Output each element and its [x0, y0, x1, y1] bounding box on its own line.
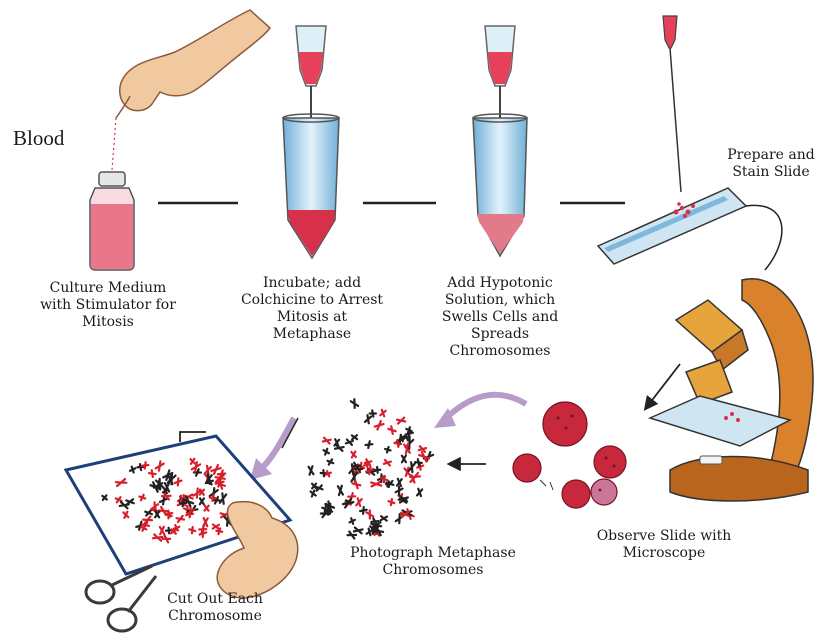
chromosome-mark [326, 471, 331, 476]
chromosome-mark [375, 421, 384, 429]
chromosome-mark [366, 510, 373, 518]
chromosome-mark [350, 518, 355, 524]
microscope-icon [646, 279, 813, 501]
chromosome-mark [402, 456, 406, 463]
cut-chromosome-mark [102, 495, 106, 500]
cut-chromosome-mark [141, 526, 146, 531]
chromosome-mark [323, 438, 331, 444]
chromosome-mark [419, 446, 426, 452]
chromosome-mark [396, 487, 403, 495]
cut-chromosome-mark [205, 506, 209, 511]
chromosome-mark [411, 475, 416, 482]
incubate-label-line-3: Mitosis at [222, 309, 402, 326]
chromosome-mark [371, 482, 381, 487]
photograph-label: Photograph Metaphase Chromosomes [338, 545, 528, 579]
chromosome-mark [356, 498, 361, 506]
prepare-stain-label: Prepare and Stain Slide [716, 147, 826, 181]
scissors-icon [86, 566, 156, 631]
chromosome-mark [311, 491, 316, 497]
hypotonic-tube-icon [473, 26, 527, 256]
chromosome-mark [384, 460, 391, 465]
chromosome-mark [417, 489, 422, 496]
magnified-cells-icon [513, 402, 626, 508]
observe-label-line-1: Observe Slide with [574, 528, 754, 545]
incubate-label: Incubate; add Colchicine to Arrest Mitos… [222, 275, 402, 343]
chromosome-mark [385, 447, 390, 452]
chromosome-mark [409, 462, 415, 472]
chromosome-mark [328, 459, 334, 464]
culture-medium-label: Culture Medium with Stimulator for Mitos… [18, 280, 198, 331]
chromosome-mark [397, 479, 402, 486]
prepare-label-line-2: Stain Slide [716, 164, 826, 181]
chromosome-mark [309, 466, 314, 474]
chromosome-mark [352, 481, 360, 489]
chromosome-mark [380, 410, 385, 417]
blood-label: Blood [13, 126, 64, 151]
chromosome-mark [348, 532, 357, 539]
photograph-label-line-1: Photograph Metaphase [338, 545, 528, 562]
chromosome-mark [388, 426, 395, 434]
hand-pouring-blood-icon [112, 10, 270, 170]
incubation-tube-icon [283, 26, 339, 258]
pipette-and-slide-icon [598, 16, 746, 264]
observe-slide-label: Observe Slide with Microscope [574, 528, 754, 562]
culture-label-line-2: with Stimulator for [18, 297, 198, 314]
chromosome-mark [351, 399, 358, 408]
chromosome-mark [346, 440, 353, 445]
culture-medium-bottle-icon [90, 172, 134, 270]
prepare-label-line-1: Prepare and [716, 147, 826, 164]
chromosome-mark [312, 484, 316, 489]
incubate-label-line-4: Metaphase [222, 326, 402, 343]
chromosome-mark [397, 418, 405, 424]
chromosome-mark [366, 441, 373, 448]
hypotonic-label-line-5: Chromosomes [410, 343, 590, 360]
cutout-label-line-1: Cut Out Each [150, 591, 280, 608]
chromosome-mark [367, 529, 373, 536]
hypotonic-label-line-1: Add Hypotonic [410, 275, 590, 292]
chromosome-mark [352, 435, 357, 439]
hypotonic-label-line-2: Solution, which [410, 292, 590, 309]
cut-chromosome-mark [190, 459, 194, 464]
chromosome-mark [381, 516, 387, 520]
cut-chromosome-mark [163, 488, 168, 493]
hypotonic-label-line-3: Swells Cells and [410, 309, 590, 326]
cut-out-label: Cut Out Each Chromosome [150, 591, 280, 625]
observe-label-line-2: Microscope [574, 545, 754, 562]
photograph-label-line-2: Chromosomes [338, 562, 528, 579]
chromosome-mark [338, 486, 343, 495]
chromosome-mark [388, 499, 394, 505]
chromosome-mark [351, 452, 355, 458]
chromosome-mark [324, 449, 329, 455]
microscope-cable [746, 205, 782, 270]
hypotonic-label-line-4: Spreads [410, 326, 590, 343]
chromosome-mark [354, 527, 363, 533]
chromosome-mark [343, 499, 353, 508]
incubate-label-line-2: Colchicine to Arrest [222, 292, 402, 309]
cutout-label-line-2: Chromosome [150, 608, 280, 625]
chromosome-mark [365, 415, 371, 423]
metaphase-chromosome-spread [309, 399, 434, 538]
hypotonic-label: Add Hypotonic Solution, which Swells Cel… [410, 275, 590, 360]
incubate-label-line-1: Incubate; add [222, 275, 402, 292]
culture-label-line-1: Culture Medium [18, 280, 198, 297]
culture-label-line-3: Mitosis [18, 314, 198, 331]
